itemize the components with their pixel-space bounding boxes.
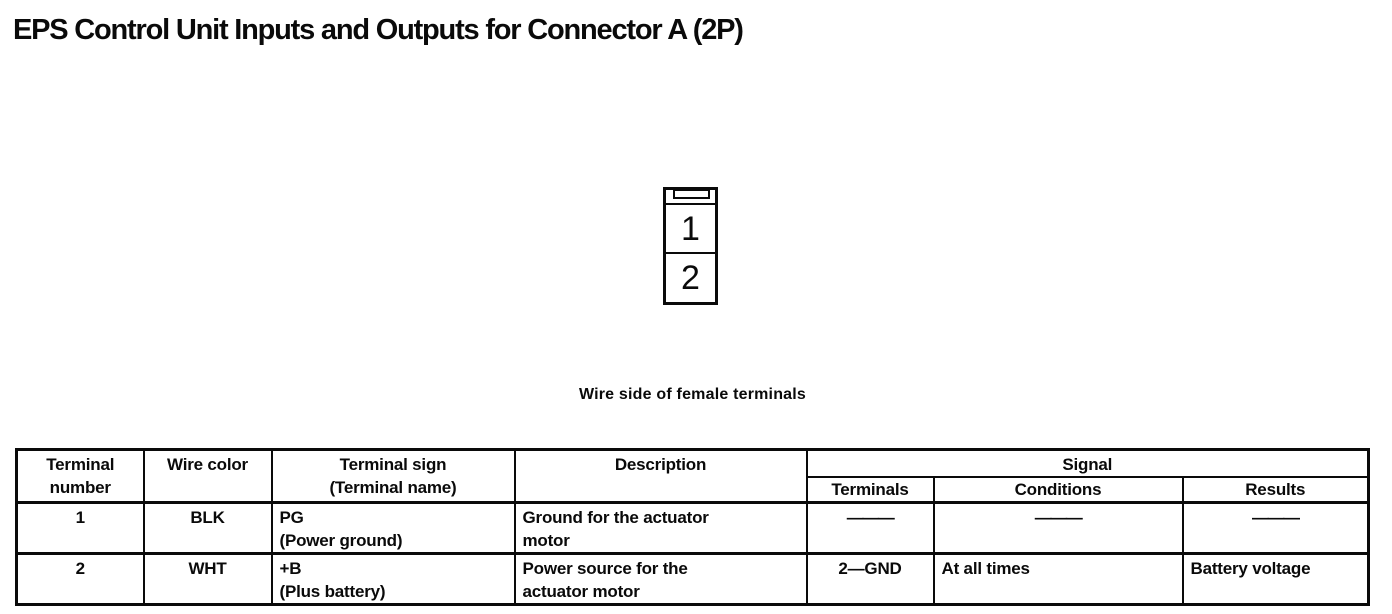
connector-pin-1: 1 bbox=[666, 205, 715, 254]
cell-terminal-number: 2 bbox=[15, 552, 145, 606]
cell-signal-conditions: At all times bbox=[932, 552, 1184, 606]
connector-diagram: 1 2 bbox=[663, 187, 718, 305]
col-header-signal-conditions: Conditions bbox=[932, 476, 1184, 504]
cell-terminal-sign-line1: +B bbox=[279, 559, 302, 578]
cell-wire-color: BLK bbox=[142, 501, 273, 555]
cell-signal-results: Battery voltage bbox=[1181, 552, 1370, 606]
page-title: EPS Control Unit Inputs and Outputs for … bbox=[13, 14, 744, 46]
cell-terminal-sign: PG (Power ground) bbox=[270, 501, 516, 555]
cell-description-line2: motor bbox=[522, 531, 570, 550]
col-header-wire-color: Wire color bbox=[142, 448, 273, 504]
cell-description-line1: Power source for the bbox=[522, 559, 688, 578]
col-header-terminal-number: Terminal number bbox=[15, 448, 145, 504]
cell-terminal-sign-line1: PG bbox=[279, 508, 304, 527]
connector-pin-2: 2 bbox=[681, 259, 700, 297]
connector-latch bbox=[666, 190, 715, 205]
col-header-signal-results: Results bbox=[1181, 476, 1370, 504]
col-header-terminal-number-line1: Terminal bbox=[46, 455, 115, 474]
cell-wire-color: WHT bbox=[142, 552, 273, 606]
col-header-signal-terminals: Terminals bbox=[805, 476, 935, 504]
table-header-row-main: Terminal number Wire color Terminal sign… bbox=[15, 448, 1370, 504]
col-header-terminal-sign-line2: (Terminal name) bbox=[329, 478, 457, 497]
cell-description-line1: Ground for the actuator bbox=[522, 508, 709, 527]
col-header-description: Description bbox=[513, 448, 808, 504]
connector-latch-slot bbox=[673, 190, 710, 199]
cell-signal-terminals: ——— bbox=[805, 501, 935, 555]
cell-terminal-number: 1 bbox=[15, 501, 145, 555]
cell-description-line2: actuator motor bbox=[522, 582, 640, 601]
cell-description: Ground for the actuator motor bbox=[513, 501, 808, 555]
col-header-terminal-sign: Terminal sign (Terminal name) bbox=[270, 448, 516, 504]
cell-terminal-sign: +B (Plus battery) bbox=[270, 552, 516, 606]
cell-signal-conditions: ——— bbox=[932, 501, 1184, 555]
cell-terminal-sign-line2: (Power ground) bbox=[279, 531, 403, 550]
cell-signal-results: ——— bbox=[1181, 501, 1370, 555]
connector-caption: Wire side of female terminals bbox=[578, 386, 807, 403]
io-table: Terminal number Wire color Terminal sign… bbox=[15, 448, 1370, 606]
col-header-terminal-number-line2: number bbox=[49, 478, 111, 497]
cell-description: Power source for the actuator motor bbox=[513, 552, 808, 606]
table-row: 2 WHT +B (Plus battery) Power source for… bbox=[15, 552, 1370, 606]
cell-terminal-sign-line2: (Plus battery) bbox=[279, 582, 386, 601]
table-header-row-sub: Terminals Conditions Results bbox=[17, 476, 1370, 504]
col-header-terminal-sign-line1: Terminal sign bbox=[339, 455, 447, 474]
table-row: 1 BLK PG (Power ground) Ground for the a… bbox=[15, 501, 1370, 555]
cell-signal-terminals: 2—GND bbox=[805, 552, 935, 606]
col-header-signal: Signal bbox=[805, 448, 1370, 478]
